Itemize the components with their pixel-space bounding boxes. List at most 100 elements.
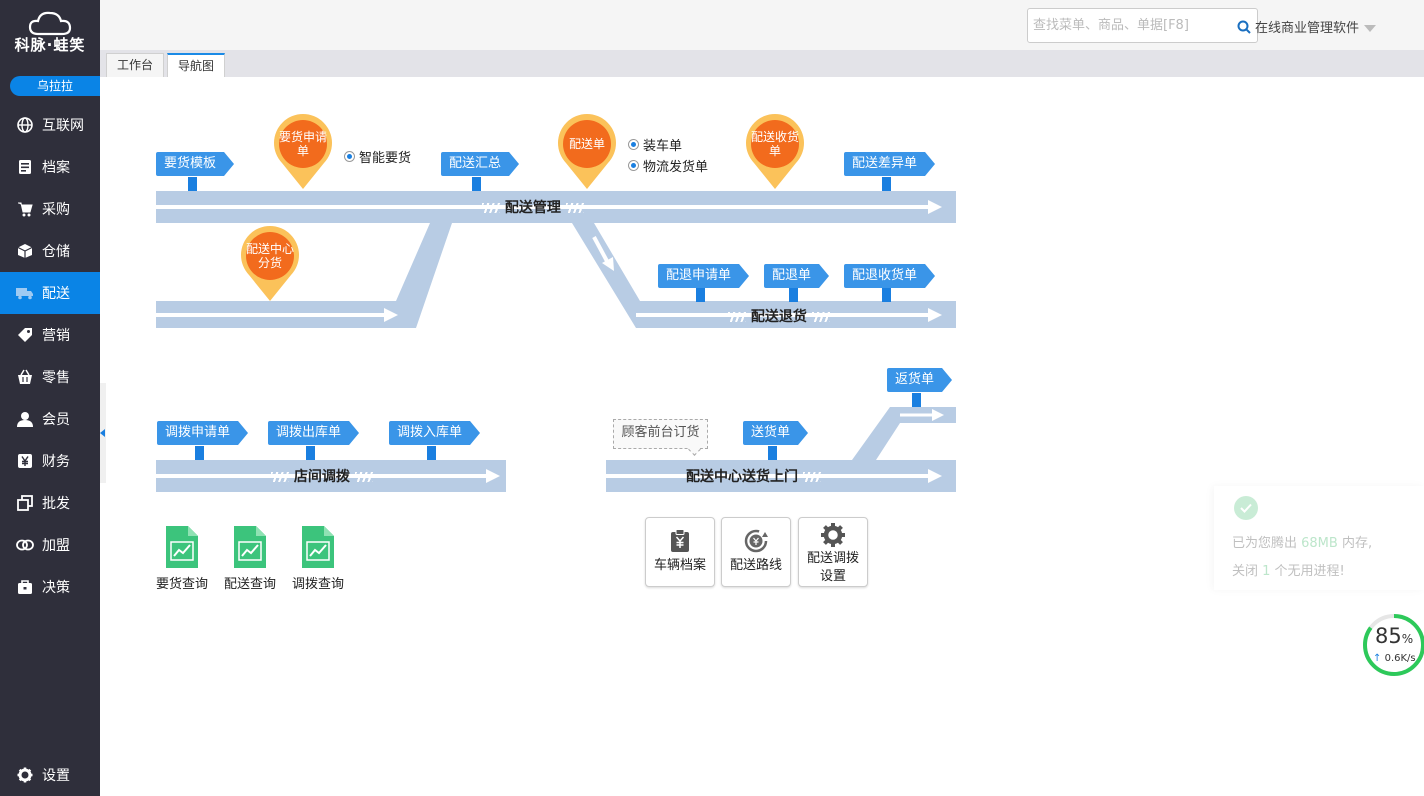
sidebar-item-label: 零售 xyxy=(42,370,70,386)
sidebar-item-internet[interactable]: 互联网 xyxy=(0,104,100,146)
briefcase-icon xyxy=(16,578,34,596)
top-bar: 在线商业管理软件 xyxy=(100,0,1424,50)
flag-post xyxy=(768,446,777,460)
chart-doc-icon xyxy=(166,526,198,568)
sidebar-item-member[interactable]: 会员 xyxy=(0,398,100,440)
sidebar-item-label: 采购 xyxy=(42,202,70,218)
sidebar-item-retail[interactable]: 零售 xyxy=(0,356,100,398)
gear-icon xyxy=(799,520,867,550)
flag-transfer-apply[interactable]: 调拨申请单 xyxy=(157,421,248,445)
tab-workbench[interactable]: 工作台 xyxy=(106,53,165,77)
link-icon xyxy=(16,536,34,554)
sidebar-item-storage[interactable]: 仓储 xyxy=(0,230,100,272)
clipboard-yen-icon xyxy=(646,526,714,556)
track-delivery-title: 配送管理 xyxy=(482,197,584,217)
flow-roads xyxy=(156,191,956,492)
report-delivery-query[interactable]: 配送查询 xyxy=(220,526,280,592)
option-logistics-order[interactable]: 物流发货单 xyxy=(628,156,708,175)
tile-delivery-settings[interactable]: 配送调拨设置 xyxy=(798,517,868,587)
search-icon[interactable] xyxy=(1237,20,1251,38)
product-selector[interactable]: 在线商业管理软件 xyxy=(1255,17,1377,36)
flag-post xyxy=(188,177,197,191)
report-label: 调拨查询 xyxy=(291,577,344,592)
brand-logo: 科脉·蛙笑 xyxy=(0,10,100,55)
yen-icon xyxy=(16,452,34,470)
pin-delivery-receipt[interactable]: 配送收货单 xyxy=(744,113,806,191)
flag-transfer-out[interactable]: 调拨出库单 xyxy=(268,421,359,445)
pin-label: 配送收货单 xyxy=(750,130,799,158)
track-transfer-title: 店间调拨 xyxy=(271,466,373,486)
gear-icon xyxy=(16,766,34,784)
sidebar-item-label: 营销 xyxy=(42,328,70,344)
tile-delivery-route[interactable]: 配送路线 xyxy=(721,517,791,587)
flag-return-apply[interactable]: 配退申请单 xyxy=(658,264,749,288)
check-icon xyxy=(1234,496,1258,520)
option-loading-order[interactable]: 装车单 xyxy=(628,135,682,154)
chart-doc-icon xyxy=(234,526,266,568)
search-box xyxy=(1027,8,1258,43)
flag-delivery-diff[interactable]: 配送差异单 xyxy=(844,152,935,176)
sidebar-item-marketing[interactable]: 营销 xyxy=(0,314,100,356)
flag-post xyxy=(789,288,798,302)
tag-icon xyxy=(16,326,34,344)
cart-icon xyxy=(16,200,34,218)
sidebar-item-label: 档案 xyxy=(42,160,70,176)
sidebar-item-finance[interactable]: 财务 xyxy=(0,440,100,482)
speed-percent: 85% xyxy=(1375,624,1414,648)
sidebar-item-delivery[interactable]: 配送 xyxy=(0,272,100,314)
flag-return-receipt[interactable]: 配退收货单 xyxy=(844,264,935,288)
sidebar-item-franchise[interactable]: 加盟 xyxy=(0,524,100,566)
sidebar-item-purchase[interactable]: 采购 xyxy=(0,188,100,230)
map-pin-icon xyxy=(558,114,616,189)
sidebar-item-archive[interactable]: 档案 xyxy=(0,146,100,188)
pin-request-order[interactable]: 要货申请单 xyxy=(272,113,334,191)
cloud-icon xyxy=(28,11,72,36)
flag-ship-order[interactable]: 送货单 xyxy=(743,421,808,445)
product-name: 在线商业管理软件 xyxy=(1255,21,1360,36)
toast-line-1: 已为您腾出 68MB 内存, xyxy=(1232,536,1373,551)
report-label: 要货查询 xyxy=(155,577,208,592)
pin-label: 配送单 xyxy=(568,137,605,151)
archive-icon xyxy=(16,158,34,176)
pin-center-split[interactable]: 配送中心分货 xyxy=(239,225,301,303)
sidebar-item-label: 财务 xyxy=(42,454,70,470)
sidebar-item-decision[interactable]: 决策 xyxy=(0,566,100,608)
pin-label: 要货申请单 xyxy=(278,130,327,158)
memory-toast: 已为您腾出 68MB 内存, 关闭 1 个无用进程! xyxy=(1214,486,1424,590)
speed-rate: ↑ 0.6K/s xyxy=(1373,653,1416,664)
report-transfer-query[interactable]: 调拨查询 xyxy=(288,526,348,592)
user-badge[interactable]: 乌拉拉 xyxy=(10,76,100,96)
box-icon xyxy=(16,242,34,260)
tab-navmap[interactable]: 导航图 xyxy=(167,53,226,77)
sidebar-item-wholesale[interactable]: 批发 xyxy=(0,482,100,524)
flag-return-goods[interactable]: 返货单 xyxy=(887,368,952,392)
chart-doc-icon xyxy=(302,526,334,568)
tile-vehicle-archive[interactable]: 车辆档案 xyxy=(645,517,715,587)
flag-post xyxy=(912,393,921,407)
flag-delivery-summary[interactable]: 配送汇总 xyxy=(441,152,519,176)
sidebar-item-settings[interactable]: 设置 xyxy=(0,754,100,796)
basket-icon xyxy=(16,368,34,386)
option-smart-request[interactable]: 智能要货 xyxy=(344,147,411,166)
customer-order-bubble[interactable]: 顾客前台订货 xyxy=(613,419,708,449)
speed-widget[interactable]: 85% ↑ 0.6K/s xyxy=(1361,611,1424,679)
copy-icon xyxy=(16,494,34,512)
search-input[interactable] xyxy=(1028,9,1228,42)
sidebar: 科脉·蛙笑 乌拉拉 互联网 档案 采购 仓储 配送 营销 零售 xyxy=(0,0,100,796)
sidebar-collapse-handle[interactable] xyxy=(100,383,106,483)
flag-post xyxy=(427,446,436,460)
sidebar-settings: 设置 xyxy=(0,754,100,796)
pin-delivery-order[interactable]: 配送单 xyxy=(556,113,618,191)
sidebar-item-label: 互联网 xyxy=(42,118,84,134)
radio-icon xyxy=(628,160,639,171)
flag-post xyxy=(472,177,481,191)
report-label: 配送查询 xyxy=(223,577,276,592)
flag-request-template[interactable]: 要货模板 xyxy=(156,152,234,176)
flag-return-order[interactable]: 配退单 xyxy=(764,264,829,288)
toast-line-2: 关闭 1 个无用进程! xyxy=(1232,564,1345,579)
flag-transfer-in[interactable]: 调拨入库单 xyxy=(389,421,480,445)
sidebar-item-label: 批发 xyxy=(42,496,70,512)
report-request-query[interactable]: 要货查询 xyxy=(152,526,212,592)
globe-icon xyxy=(16,116,34,134)
sidebar-item-label: 会员 xyxy=(42,412,70,428)
